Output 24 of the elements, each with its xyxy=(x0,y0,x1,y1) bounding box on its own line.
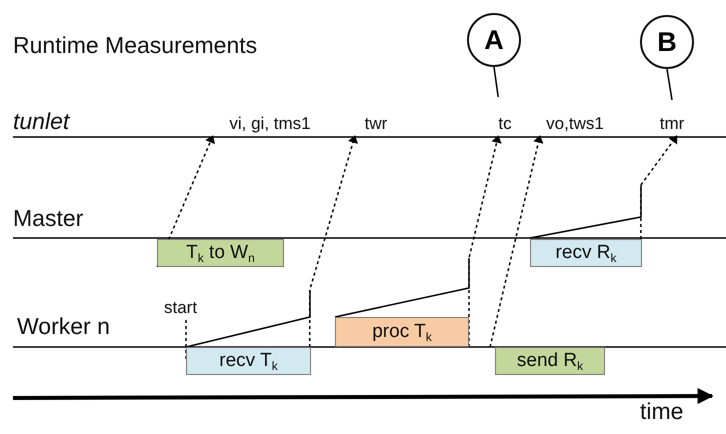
connector-line xyxy=(185,320,187,360)
activity-bar: recv R$_{k}$ xyxy=(530,239,642,267)
timestamp-label: tmr xyxy=(650,100,694,136)
arrow xyxy=(489,135,542,348)
lane-label: tunlet xyxy=(13,108,70,135)
arrow xyxy=(309,135,357,347)
timestamp-label: vo,tws1 xyxy=(530,100,620,136)
diagram-title: Runtime Measurements xyxy=(13,32,258,59)
arrow xyxy=(640,135,678,239)
marker-circle: A xyxy=(467,13,521,67)
marker-circle: B xyxy=(640,15,694,69)
connector-line xyxy=(666,68,673,100)
timestamp-label: twr xyxy=(354,100,398,136)
activity-bar: send R$_{k}$ xyxy=(495,347,605,375)
event-label: start xyxy=(164,298,214,320)
timestamp-label: tc xyxy=(488,97,522,136)
connector-line xyxy=(493,66,499,98)
activity-bar: recv T$_{k}$ xyxy=(186,347,311,375)
lane-label: Worker n xyxy=(17,313,110,340)
lane-label: Master xyxy=(13,205,84,232)
activity-bar: proc T$_{k}$ xyxy=(335,317,469,347)
axis-label: time xyxy=(640,398,684,425)
activity-bar: T$_{k}$ to W$_{n}$ xyxy=(157,239,284,267)
timestamp-label: vi, gi, tms1 xyxy=(205,100,335,136)
